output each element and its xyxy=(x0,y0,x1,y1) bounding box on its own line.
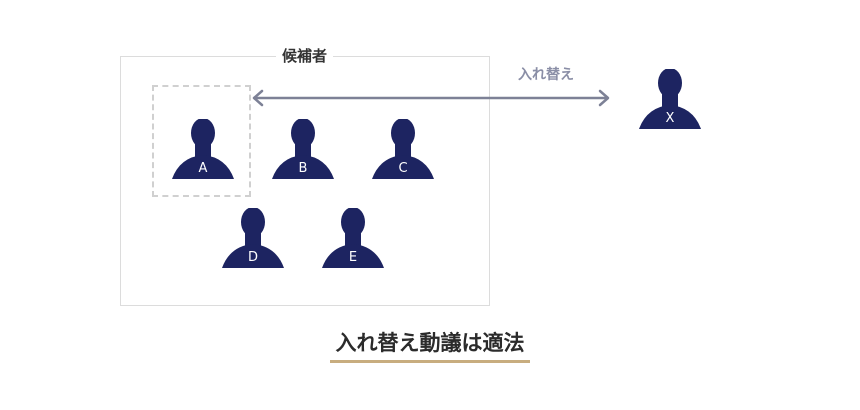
person-c-label: C xyxy=(398,161,408,176)
verdict-caption: 入れ替え動議は適法 xyxy=(335,331,525,355)
person-d-label: D xyxy=(247,250,258,265)
person-e-icon: E xyxy=(320,208,386,272)
verdict-underline xyxy=(330,360,530,363)
candidate-group-title: 候補者 xyxy=(276,46,334,66)
person-a-label: A xyxy=(198,161,208,176)
person-d-icon: D xyxy=(220,208,286,272)
swap-arrow-icon xyxy=(252,89,610,107)
person-x-label: X xyxy=(665,111,675,126)
person-x-icon: X xyxy=(637,69,703,133)
person-b-label: B xyxy=(298,161,308,176)
person-c-icon: C xyxy=(370,119,436,183)
person-a-icon: A xyxy=(170,119,236,183)
selected-candidate-highlight xyxy=(152,85,251,197)
person-e-label: E xyxy=(348,250,358,265)
swap-label: 入れ替え xyxy=(518,67,574,83)
person-b-icon: B xyxy=(270,119,336,183)
